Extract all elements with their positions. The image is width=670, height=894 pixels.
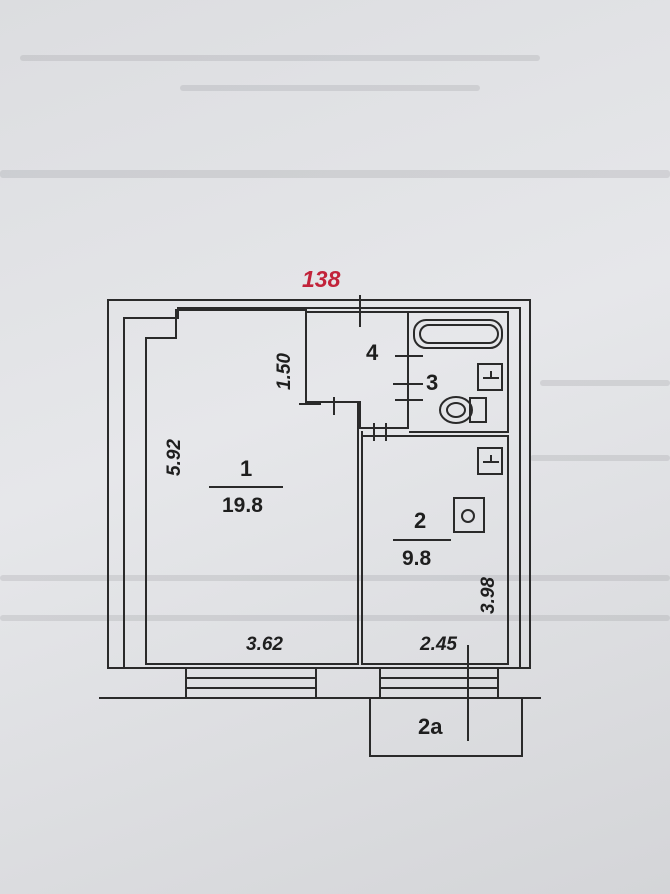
apartment-number: 138: [302, 266, 341, 292]
bleed-line: [0, 575, 670, 581]
bleed-line: [0, 615, 670, 621]
bleed-line: [540, 380, 670, 386]
room-2-area: 9.8: [402, 547, 432, 570]
window-room-2: [379, 667, 499, 699]
toilet: [439, 396, 473, 424]
balcony-2a-label: 2a: [418, 714, 443, 739]
room-2-wall: [363, 435, 509, 665]
bathtub: [413, 319, 503, 349]
apartment-wall: [123, 307, 521, 669]
bleed-line: [530, 455, 670, 461]
room-4-number: 4: [366, 340, 379, 365]
bathroom-sink: [477, 363, 503, 391]
outer-wall: [107, 299, 531, 669]
window-room-1: [185, 667, 317, 699]
room-1-area: 19.8: [222, 494, 263, 517]
room-2-width-dimension: 2.45: [420, 634, 457, 655]
room-3-number: 3: [426, 370, 439, 395]
room-3-wall: [409, 311, 509, 433]
balcony-2a: [369, 697, 523, 757]
stove: [453, 497, 485, 533]
room-2-height-dimension: 3.98: [477, 577, 499, 614]
bleed-line: [0, 170, 670, 178]
bleed-line: [180, 85, 480, 91]
room-1-width-dimension: 3.62: [246, 634, 283, 655]
room-1-height-dimension: 5.92: [163, 439, 185, 476]
bleed-line: [20, 55, 540, 61]
room-2-number: 2: [414, 508, 427, 533]
kitchen-sink: [477, 447, 503, 475]
room-1-number: 1: [240, 456, 253, 481]
room-1-wall: [145, 309, 359, 665]
hall-depth-dimension: 1.50: [273, 353, 295, 390]
room-4-wall: [307, 311, 409, 429]
